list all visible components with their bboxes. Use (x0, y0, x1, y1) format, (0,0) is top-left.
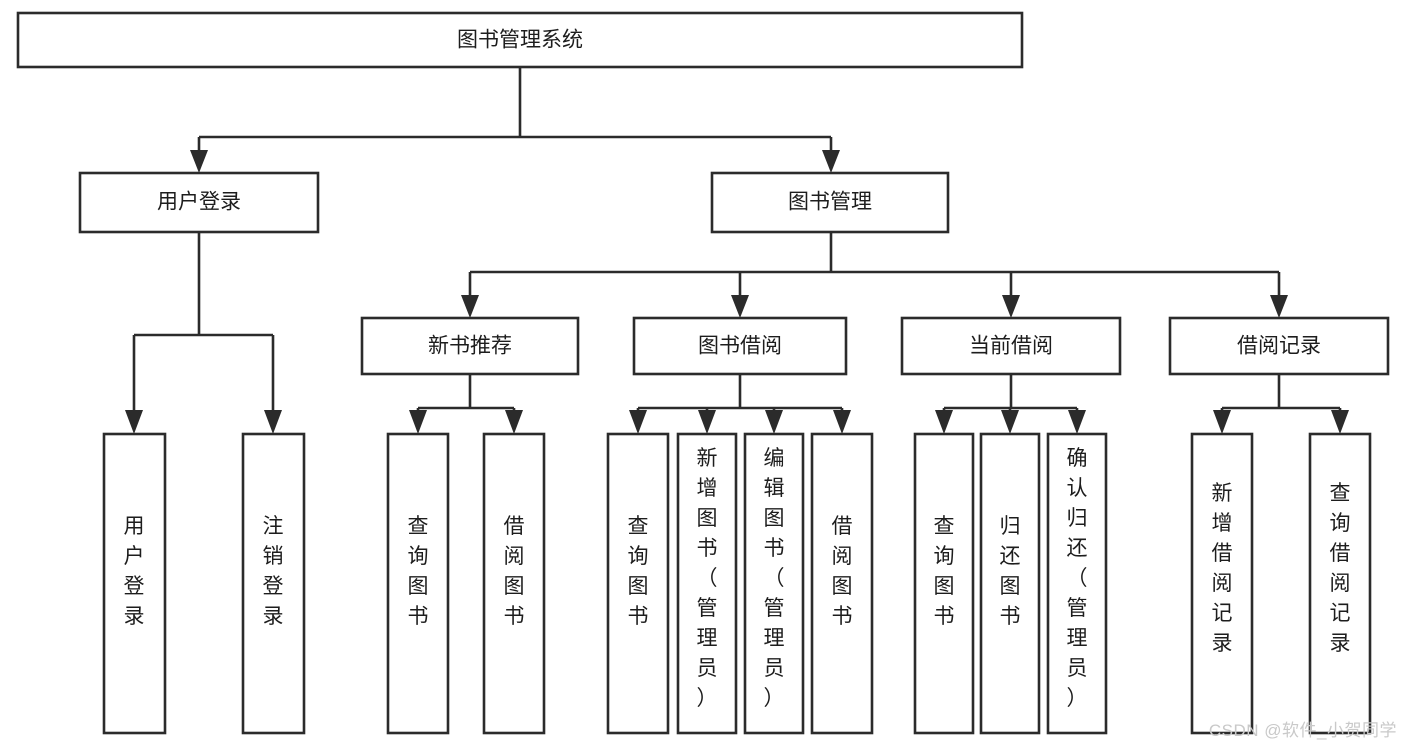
arrow-head-nbr-query (409, 410, 427, 434)
leaf-tsjy-borrow-book[interactable]: 借阅图书 (810, 432, 874, 735)
leaf-jyjl-add-record-label: 新增借阅记录 (1212, 482, 1233, 655)
arrow-head-nbr-borrow (505, 410, 523, 434)
node-root-label: 图书管理系统 (457, 29, 583, 52)
leaf-dqjy-query-book-box[interactable] (913, 432, 975, 735)
node-current-borrow-label: 当前借阅 (969, 335, 1053, 358)
leaf-nbr-borrow-book[interactable]: 借阅图书 (482, 432, 546, 735)
arrow-head-jyjl-query (1331, 410, 1349, 434)
arrow-head-bookmgmt (822, 150, 840, 173)
arrow-head-login (190, 150, 208, 173)
leaf-user-login-box[interactable] (102, 432, 167, 735)
leaf-nbr-borrow-book-label: 借阅图书 (504, 515, 525, 628)
leaf-jyjl-query-record[interactable]: 查询借阅记录 (1308, 432, 1372, 735)
leaf-dqjy-confirm-return-admin-box[interactable] (1046, 432, 1108, 735)
leaf-dqjy-query-book[interactable]: 查询图书 (913, 432, 975, 735)
leaf-tsjy-edit-book-admin-label: 编辑图书（管理员） (764, 447, 785, 710)
leaf-tsjy-query-book-label: 查询图书 (628, 515, 649, 628)
node-book-management-box[interactable] (710, 171, 950, 234)
leaf-nbr-query-book[interactable]: 查询图书 (386, 432, 450, 735)
leaf-logout[interactable]: 注销登录 (241, 432, 306, 735)
node-user-login-box[interactable] (78, 171, 320, 234)
arrow-head-borrow-record (1270, 295, 1288, 318)
leaf-dqjy-confirm-return-admin[interactable]: 确认归还（管理员） (1046, 432, 1108, 735)
node-book-management-label: 图书管理 (788, 191, 872, 214)
node-new-book-recommend-box[interactable] (360, 316, 580, 376)
node-borrow-record[interactable]: 借阅记录 (1168, 316, 1390, 376)
arrow-head-tsjy-edit (765, 410, 783, 434)
arrow-head-current-borrow (1002, 295, 1020, 318)
arrow-head-tsjy-add (698, 410, 716, 434)
leaf-dqjy-return-book[interactable]: 归还图书 (979, 432, 1041, 735)
arrow-head-tsjy-query (629, 410, 647, 434)
arrow-head-jyjl-add (1213, 410, 1231, 434)
node-user-login[interactable]: 用户登录 (78, 171, 320, 234)
leaf-logout-label: 注销登录 (263, 515, 284, 628)
leaf-dqjy-return-book-label: 归还图书 (1000, 515, 1021, 628)
leaf-nbr-borrow-book-box[interactable] (482, 432, 546, 735)
node-book-borrow-label: 图书借阅 (698, 335, 782, 358)
node-borrow-record-box[interactable] (1168, 316, 1390, 376)
leaf-tsjy-query-book-box[interactable] (606, 432, 670, 735)
leaf-tsjy-borrow-book-box[interactable] (810, 432, 874, 735)
arrow-head-tsjy-borrow (833, 410, 851, 434)
leaf-jyjl-add-record[interactable]: 新增借阅记录 (1190, 432, 1254, 735)
node-book-borrow-box[interactable] (632, 316, 848, 376)
leaf-dqjy-return-book-box[interactable] (979, 432, 1041, 735)
leaf-tsjy-query-book[interactable]: 查询图书 (606, 432, 670, 735)
leaf-jyjl-add-record-box[interactable] (1190, 432, 1254, 735)
arrow-head-logout (264, 410, 282, 434)
leaf-tsjy-edit-book-admin[interactable]: 编辑图书（管理员） (743, 432, 805, 735)
leaf-tsjy-borrow-book-label: 借阅图书 (832, 515, 853, 628)
node-new-book-recommend[interactable]: 新书推荐 (360, 316, 580, 376)
arrow-head-newbook-rec (461, 295, 479, 318)
leaf-user-login[interactable]: 用户登录 (102, 432, 167, 735)
node-user-login-label: 用户登录 (157, 191, 241, 214)
node-new-book-recommend-label: 新书推荐 (428, 335, 512, 358)
node-root-box[interactable] (16, 11, 1024, 69)
leaf-tsjy-edit-book-admin-box[interactable] (743, 432, 805, 735)
leaf-jyjl-query-record-label: 查询借阅记录 (1330, 482, 1351, 655)
node-borrow-record-label: 借阅记录 (1237, 335, 1321, 358)
arrow-head-user-login (125, 410, 143, 434)
leaf-nbr-query-book-box[interactable] (386, 432, 450, 735)
leaf-logout-box[interactable] (241, 432, 306, 735)
leaf-tsjy-add-book-admin-label: 新增图书（管理员） (697, 447, 718, 710)
node-root[interactable]: 图书管理系统 (16, 11, 1024, 69)
connector-layer (125, 67, 1349, 434)
leaf-jyjl-query-record-box[interactable] (1308, 432, 1372, 735)
arrow-head-dqjy-confirm (1068, 410, 1086, 434)
leaf-nbr-query-book-label: 查询图书 (408, 515, 429, 628)
leaf-dqjy-query-book-label: 查询图书 (934, 515, 955, 628)
arrow-head-book-borrow (731, 295, 749, 318)
csdn-watermark: CSDN @软件_小贺同学 (1208, 721, 1397, 740)
arrow-head-dqjy-query (935, 410, 953, 434)
leaf-tsjy-add-book-admin[interactable]: 新增图书（管理员） (676, 432, 738, 735)
node-book-borrow[interactable]: 图书借阅 (632, 316, 848, 376)
node-current-borrow-box[interactable] (900, 316, 1122, 376)
node-current-borrow[interactable]: 当前借阅 (900, 316, 1122, 376)
leaf-dqjy-confirm-return-admin-label: 确认归还（管理员） (1067, 447, 1088, 710)
node-book-management[interactable]: 图书管理 (710, 171, 950, 234)
leaf-user-login-label: 用户登录 (124, 515, 145, 628)
leaf-tsjy-add-book-admin-box[interactable] (676, 432, 738, 735)
arrow-head-dqjy-return (1001, 410, 1019, 434)
